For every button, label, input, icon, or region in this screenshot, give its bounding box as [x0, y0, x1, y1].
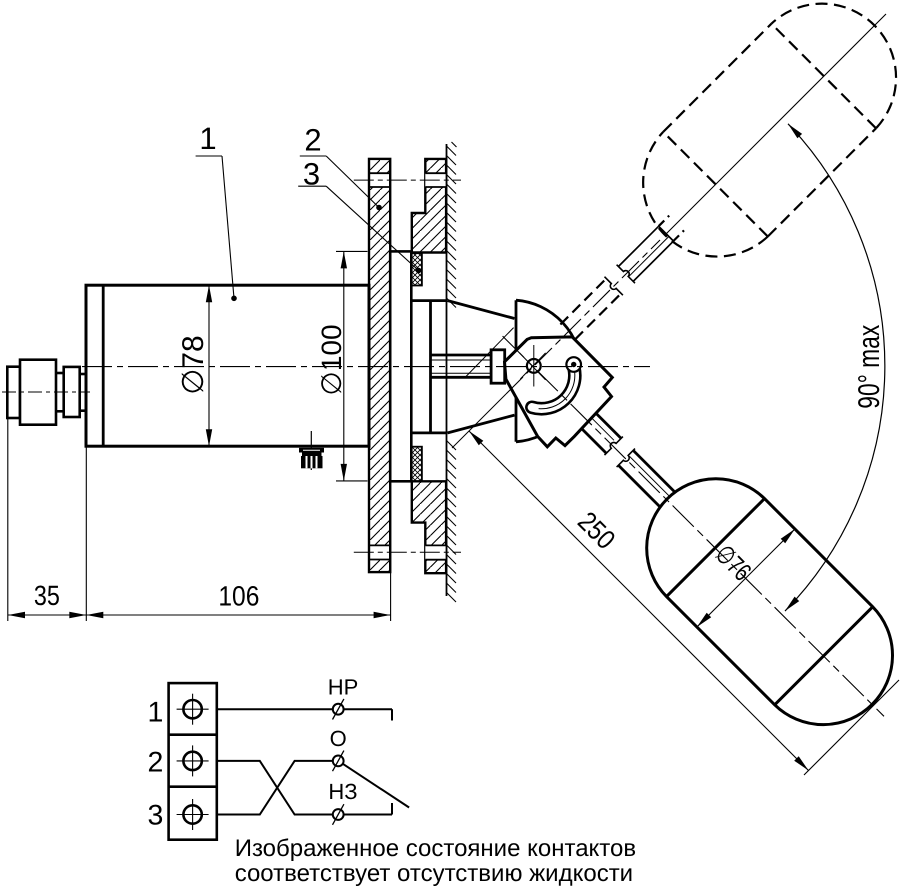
svg-text:3: 3 — [147, 800, 163, 832]
svg-text:35: 35 — [34, 580, 60, 611]
svg-text:соответствует отсутствию жидко: соответствует отсутствию жидкости — [235, 860, 633, 887]
svg-text:∅100: ∅100 — [316, 324, 347, 395]
svg-text:Изображенное состояние контакт: Изображенное состояние контактов — [235, 835, 636, 862]
svg-text:∅78: ∅78 — [177, 335, 210, 395]
svg-text:1: 1 — [199, 121, 216, 156]
svg-text:106: 106 — [218, 581, 259, 612]
svg-text:90° max: 90° max — [853, 325, 886, 409]
svg-text:НР: НР — [328, 674, 359, 699]
svg-text:О: О — [330, 726, 347, 751]
svg-text:НЗ: НЗ — [328, 779, 357, 804]
svg-text:3: 3 — [303, 157, 320, 192]
svg-text:2: 2 — [304, 122, 321, 157]
svg-text:2: 2 — [147, 747, 163, 779]
svg-text:1: 1 — [147, 697, 163, 729]
